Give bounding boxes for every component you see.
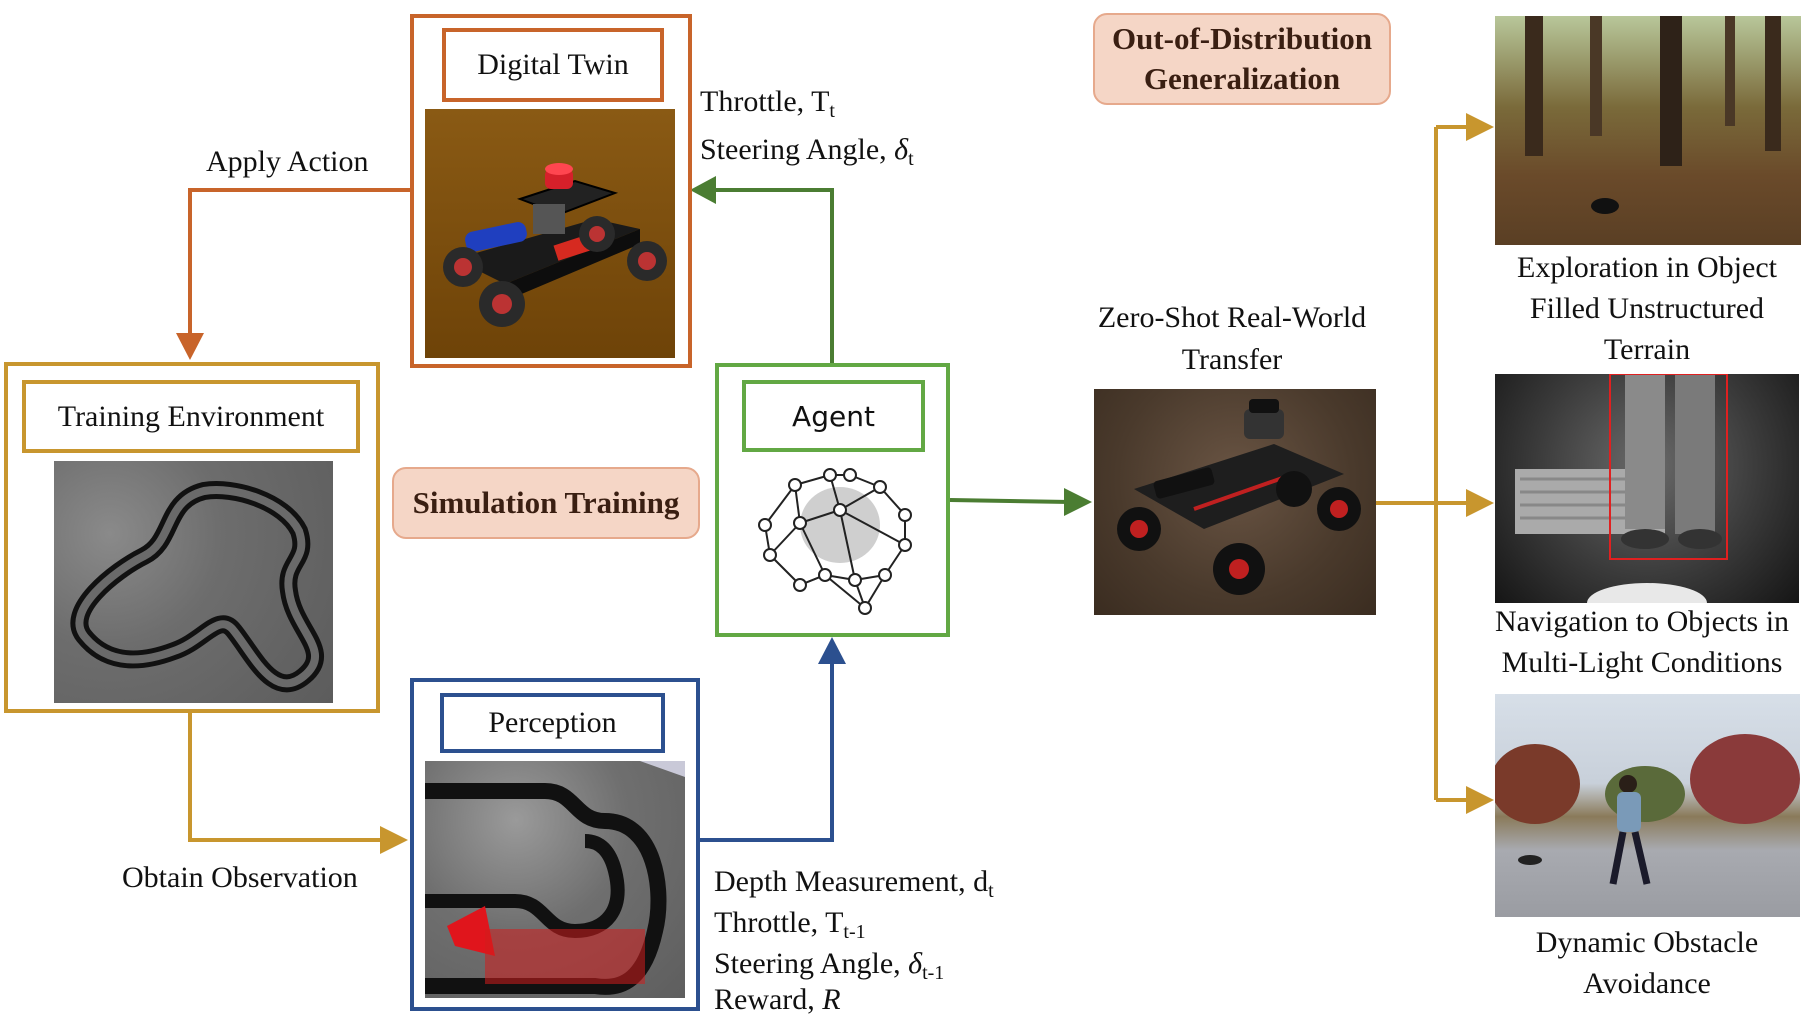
- race-track-icon: [70, 481, 324, 693]
- outcome-1-line1: Exploration in Object: [1517, 251, 1777, 284]
- throttle-text: Throttle, T: [700, 85, 830, 118]
- agent-to-twin-arrowhead: [690, 176, 716, 204]
- agent-label: Agent: [792, 399, 875, 433]
- branch-arrowhead-3: [1466, 786, 1494, 814]
- steering-prev-subscript: t-1: [922, 962, 945, 984]
- obstacle-photo: [1495, 694, 1800, 917]
- agent-to-twin-arrow: [710, 188, 834, 363]
- digital-twin-title: Digital Twin: [442, 28, 664, 102]
- brain-network-icon: [758, 468, 912, 615]
- steering-label: Steering Angle, δt: [700, 132, 914, 177]
- steering-prev-label: Steering Angle, δt-1: [714, 946, 944, 991]
- perception-title: Perception: [440, 693, 665, 753]
- agent-title: Agent: [742, 380, 925, 452]
- steering-symbol: δ: [894, 133, 909, 166]
- throttle-label: Throttle, Tt: [700, 84, 835, 129]
- reward-text: Reward,: [714, 983, 823, 1016]
- digital-twin-render: [425, 109, 675, 358]
- throttle-prev-text: Throttle, T: [714, 906, 844, 939]
- reward-symbol: R: [822, 983, 841, 1016]
- zero-shot-line2: Transfer: [1181, 343, 1283, 376]
- low-light-photo: [1495, 374, 1799, 603]
- ood-line2: Generalization: [1143, 61, 1341, 96]
- digital-twin-label: Digital Twin: [477, 48, 629, 81]
- apply-action-arrow: [188, 188, 410, 340]
- depth-label: Depth Measurement, dt: [714, 864, 994, 909]
- throttle-prev-subscript: t-1: [843, 921, 866, 943]
- apply-action-arrowhead: [176, 333, 204, 360]
- training-env-render: [54, 461, 333, 703]
- steering-text: Steering Angle,: [700, 133, 895, 166]
- real-car-icon: [1117, 399, 1361, 595]
- outcome-1-line2: Filled Unstructured: [1529, 292, 1765, 325]
- branch-arrowhead-2: [1466, 489, 1494, 517]
- depth-track-icon: [425, 761, 685, 995]
- throttle-subscript: t: [829, 100, 835, 122]
- apply-action-label: Apply Action: [206, 145, 369, 178]
- simulation-training-label: Simulation Training: [412, 485, 680, 520]
- throttle-prev-label: Throttle, Tt-1: [714, 905, 866, 950]
- agent-to-car-arrowhead: [1064, 488, 1092, 516]
- perception-depth-view: [425, 761, 685, 998]
- rc-car-render-icon: [443, 163, 667, 327]
- simulation-training-pill: Simulation Training: [392, 467, 700, 539]
- ood-generalization-pill: Out-of-Distribution Generalization: [1093, 13, 1391, 105]
- person-walking-icon: [1495, 734, 1800, 885]
- forest-photo: [1495, 16, 1801, 245]
- training-env-title: Training Environment: [22, 380, 360, 453]
- outcome-3-line1: Dynamic Obstacle: [1535, 926, 1759, 959]
- steering-prev-symbol: δ: [908, 947, 923, 980]
- steering-prev-text: Steering Angle,: [714, 947, 909, 980]
- training-env-label: Training Environment: [57, 399, 325, 433]
- outcome-2-line1: Navigation to Objects in: [1494, 605, 1790, 638]
- depth-subscript: t: [988, 880, 994, 902]
- forest-trees-icon: [1525, 16, 1781, 214]
- perception-label: Perception: [488, 706, 617, 739]
- steering-subscript: t: [908, 148, 914, 170]
- obtain-observation-arrow: [188, 713, 388, 842]
- obtain-observation-arrowhead: [380, 826, 408, 854]
- depth-text: Depth Measurement, d: [714, 865, 989, 898]
- zero-shot-line1: Zero-Shot Real-World: [1097, 301, 1367, 334]
- branch-arrowhead-1: [1466, 113, 1494, 141]
- outcome-1-line3: Terrain: [1603, 333, 1691, 366]
- outcome-3-line2: Avoidance: [1583, 967, 1711, 1000]
- real-car-photo: [1094, 389, 1376, 615]
- reward-label: Reward, R: [714, 982, 841, 1018]
- obtain-observation-label: Obtain Observation: [122, 861, 358, 894]
- outcome-2-line2: Multi-Light Conditions: [1501, 646, 1783, 679]
- perception-to-agent-arrowhead: [818, 637, 846, 664]
- ood-line1: Out-of-Distribution: [1111, 21, 1373, 56]
- perception-to-agent-arrow: [700, 658, 834, 842]
- person-legs-icon: [1515, 374, 1728, 603]
- agent-to-car-arrow: [949, 498, 1071, 504]
